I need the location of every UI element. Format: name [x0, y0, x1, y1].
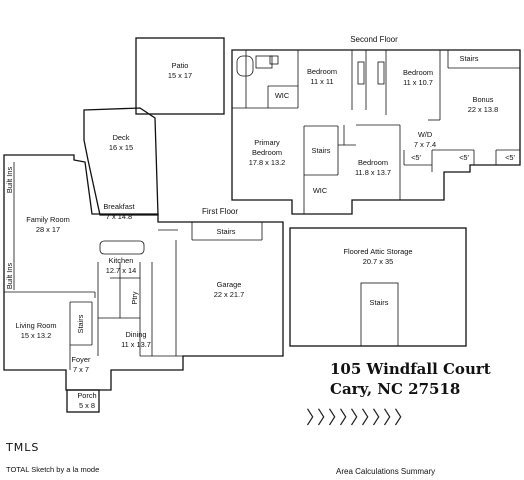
attic-size: 20.7 x 35	[363, 257, 393, 266]
second-floor-title: Second Floor	[350, 35, 398, 44]
deck-size: 16 x 15	[109, 143, 133, 152]
built-ins-lower: Built Ins	[5, 263, 14, 290]
stairs-label-second: Stairs	[312, 146, 331, 155]
pantry-label: Ptry	[130, 291, 139, 304]
attic-outline	[289, 227, 467, 347]
kitchen-size: 12.7 x 14	[106, 266, 136, 275]
first-floor-outline	[3, 154, 284, 391]
bonus-name: Bonus	[473, 95, 494, 104]
living-room-name: Living Room	[15, 321, 56, 330]
attic-name: Floored Attic Storage	[343, 247, 412, 256]
foyer-name: Foyer	[72, 355, 91, 364]
stairs-label-attic: Stairs	[370, 298, 389, 307]
bedroom-a-name: Bedroom	[307, 67, 337, 76]
patio-size: 15 x 17	[168, 71, 192, 80]
primary-bedroom-size: 17.8 x 13.2	[249, 158, 286, 167]
stairs-label-first: Stairs	[217, 227, 236, 236]
bedroom-c-size: 11.8 x 13.7	[355, 168, 391, 177]
foyer-size: 7 x 7	[73, 365, 89, 374]
porch-size: 5 x 8	[79, 401, 95, 410]
dining-size: 11 x 13.7	[121, 340, 151, 349]
area-summary-title: Area Calculations Summary	[336, 467, 436, 476]
bedroom-b-size: 11 x 10.7	[403, 78, 433, 87]
garage-size: 22 x 21.7	[214, 290, 244, 299]
breakfast-name: Breakfast	[103, 202, 134, 211]
primary-bedroom-line1: Primary	[254, 138, 280, 147]
stairs-label-living: Stairs	[76, 314, 85, 333]
bonus-size: 22 x 13.8	[468, 105, 498, 114]
family-room-size: 28 x 17	[36, 225, 60, 234]
built-ins-upper: Built Ins	[5, 167, 14, 194]
family-room-name: Family Room	[26, 215, 70, 224]
primary-bedroom-line2: Bedroom	[252, 148, 282, 157]
brand-logo: TMLS	[6, 441, 40, 454]
address-street: 105 Windfall Court	[330, 360, 491, 378]
low-ceiling-3: <5'	[505, 153, 515, 162]
breakfast-size: 7 x 14.8	[106, 212, 132, 221]
deck-name: Deck	[113, 133, 130, 142]
living-room-size: 15 x 13.2	[21, 331, 51, 340]
chevron-divider-icon: 〉〉〉〉〉〉〉〉〉	[306, 408, 414, 429]
bedroom-a-size: 11 x 11	[310, 77, 333, 86]
patio-outline	[135, 37, 225, 115]
garage-name: Garage	[217, 280, 242, 289]
sketch-credit: TOTAL Sketch by a la mode	[6, 465, 100, 474]
kitchen-name: Kitchen	[109, 256, 134, 265]
low-ceiling-2: <5'	[459, 153, 469, 162]
wic-label-upper: WIC	[275, 91, 290, 100]
porch-outline	[66, 389, 100, 413]
wd-size: 7 x 7.4	[414, 140, 436, 149]
address-city: Cary, NC 27518	[330, 380, 461, 398]
bedroom-b-name: Bedroom	[403, 68, 433, 77]
low-ceiling-1: <5'	[411, 153, 421, 162]
stairs-label-bonus: Stairs	[460, 54, 479, 63]
wd-name: W/D	[418, 130, 432, 139]
patio-name: Patio	[172, 61, 189, 70]
wic-label-lower: WIC	[313, 186, 328, 195]
first-floor-title: First Floor	[202, 207, 238, 216]
porch-name: Porch	[77, 391, 96, 400]
dining-name: Dining	[126, 330, 147, 339]
second-floor-outline	[231, 49, 521, 215]
deck-outline	[83, 107, 159, 216]
bedroom-c-name: Bedroom	[358, 158, 388, 167]
